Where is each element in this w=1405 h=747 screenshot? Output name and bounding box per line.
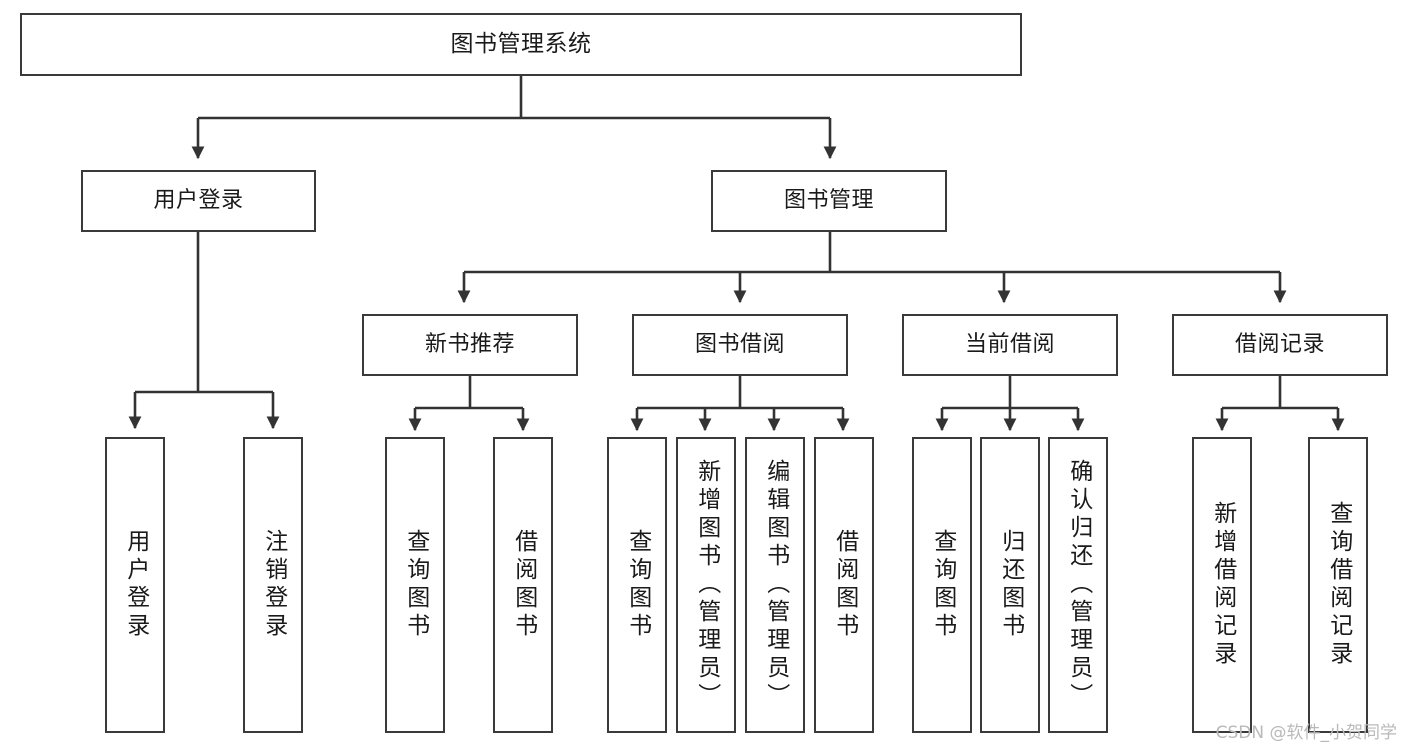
node-label: 查询图书 bbox=[624, 529, 651, 641]
node-label: 借阅记录 bbox=[1234, 332, 1325, 358]
node-label: 查询借阅记录 bbox=[1325, 501, 1352, 669]
leaf-recommend-query-book[interactable]: 查询图书 bbox=[385, 437, 445, 733]
node-label: 查询图书 bbox=[929, 529, 956, 641]
node-book-management[interactable]: 图书管理 bbox=[711, 170, 947, 232]
leaf-borrow-borrow-book[interactable]: 借阅图书 bbox=[814, 437, 874, 733]
node-current-borrow[interactable]: 当前借阅 bbox=[902, 314, 1118, 376]
leaf-user-login-login[interactable]: 用户登录 bbox=[105, 437, 165, 733]
node-user-login[interactable]: 用户登录 bbox=[81, 170, 316, 232]
node-label: 当前借阅 bbox=[964, 332, 1055, 358]
leaf-current-confirm-return-admin[interactable]: 确认归还（管理员） bbox=[1048, 437, 1108, 733]
node-label: 借阅图书 bbox=[510, 529, 537, 641]
leaf-current-query-book[interactable]: 查询图书 bbox=[912, 437, 972, 733]
node-label: 注销登录 bbox=[260, 529, 287, 641]
node-label: 图书借阅 bbox=[694, 332, 785, 358]
node-label: 用户登录 bbox=[122, 529, 149, 641]
leaf-recommend-borrow-book[interactable]: 借阅图书 bbox=[493, 437, 553, 733]
node-label: 编辑图书（管理员） bbox=[762, 459, 789, 711]
node-label: 新增图书（管理员） bbox=[693, 459, 720, 711]
leaf-borrow-query-book[interactable]: 查询图书 bbox=[607, 437, 667, 733]
node-label: 用户登录 bbox=[153, 188, 244, 214]
leaf-borrow-edit-book-admin[interactable]: 编辑图书（管理员） bbox=[745, 437, 805, 733]
node-label: 新增借阅记录 bbox=[1209, 501, 1236, 669]
node-borrow-record[interactable]: 借阅记录 bbox=[1172, 314, 1388, 376]
node-new-book-recommend[interactable]: 新书推荐 bbox=[362, 314, 578, 376]
leaf-current-return-book[interactable]: 归还图书 bbox=[980, 437, 1040, 733]
node-label: 归还图书 bbox=[997, 529, 1024, 641]
node-label: 借阅图书 bbox=[831, 529, 858, 641]
node-book-borrow[interactable]: 图书借阅 bbox=[632, 314, 848, 376]
leaf-record-query-record[interactable]: 查询借阅记录 bbox=[1308, 437, 1368, 733]
node-label: 图书管理系统 bbox=[450, 30, 592, 57]
node-label: 图书管理 bbox=[783, 188, 874, 214]
node-label: 确认归还（管理员） bbox=[1065, 459, 1092, 711]
leaf-record-add-record[interactable]: 新增借阅记录 bbox=[1192, 437, 1252, 733]
node-root-book-management-system[interactable]: 图书管理系统 bbox=[20, 13, 1022, 76]
node-label: 查询图书 bbox=[402, 529, 429, 641]
leaf-borrow-add-book-admin[interactable]: 新增图书（管理员） bbox=[676, 437, 736, 733]
leaf-user-login-logout[interactable]: 注销登录 bbox=[243, 437, 303, 733]
node-label: 新书推荐 bbox=[424, 332, 515, 358]
